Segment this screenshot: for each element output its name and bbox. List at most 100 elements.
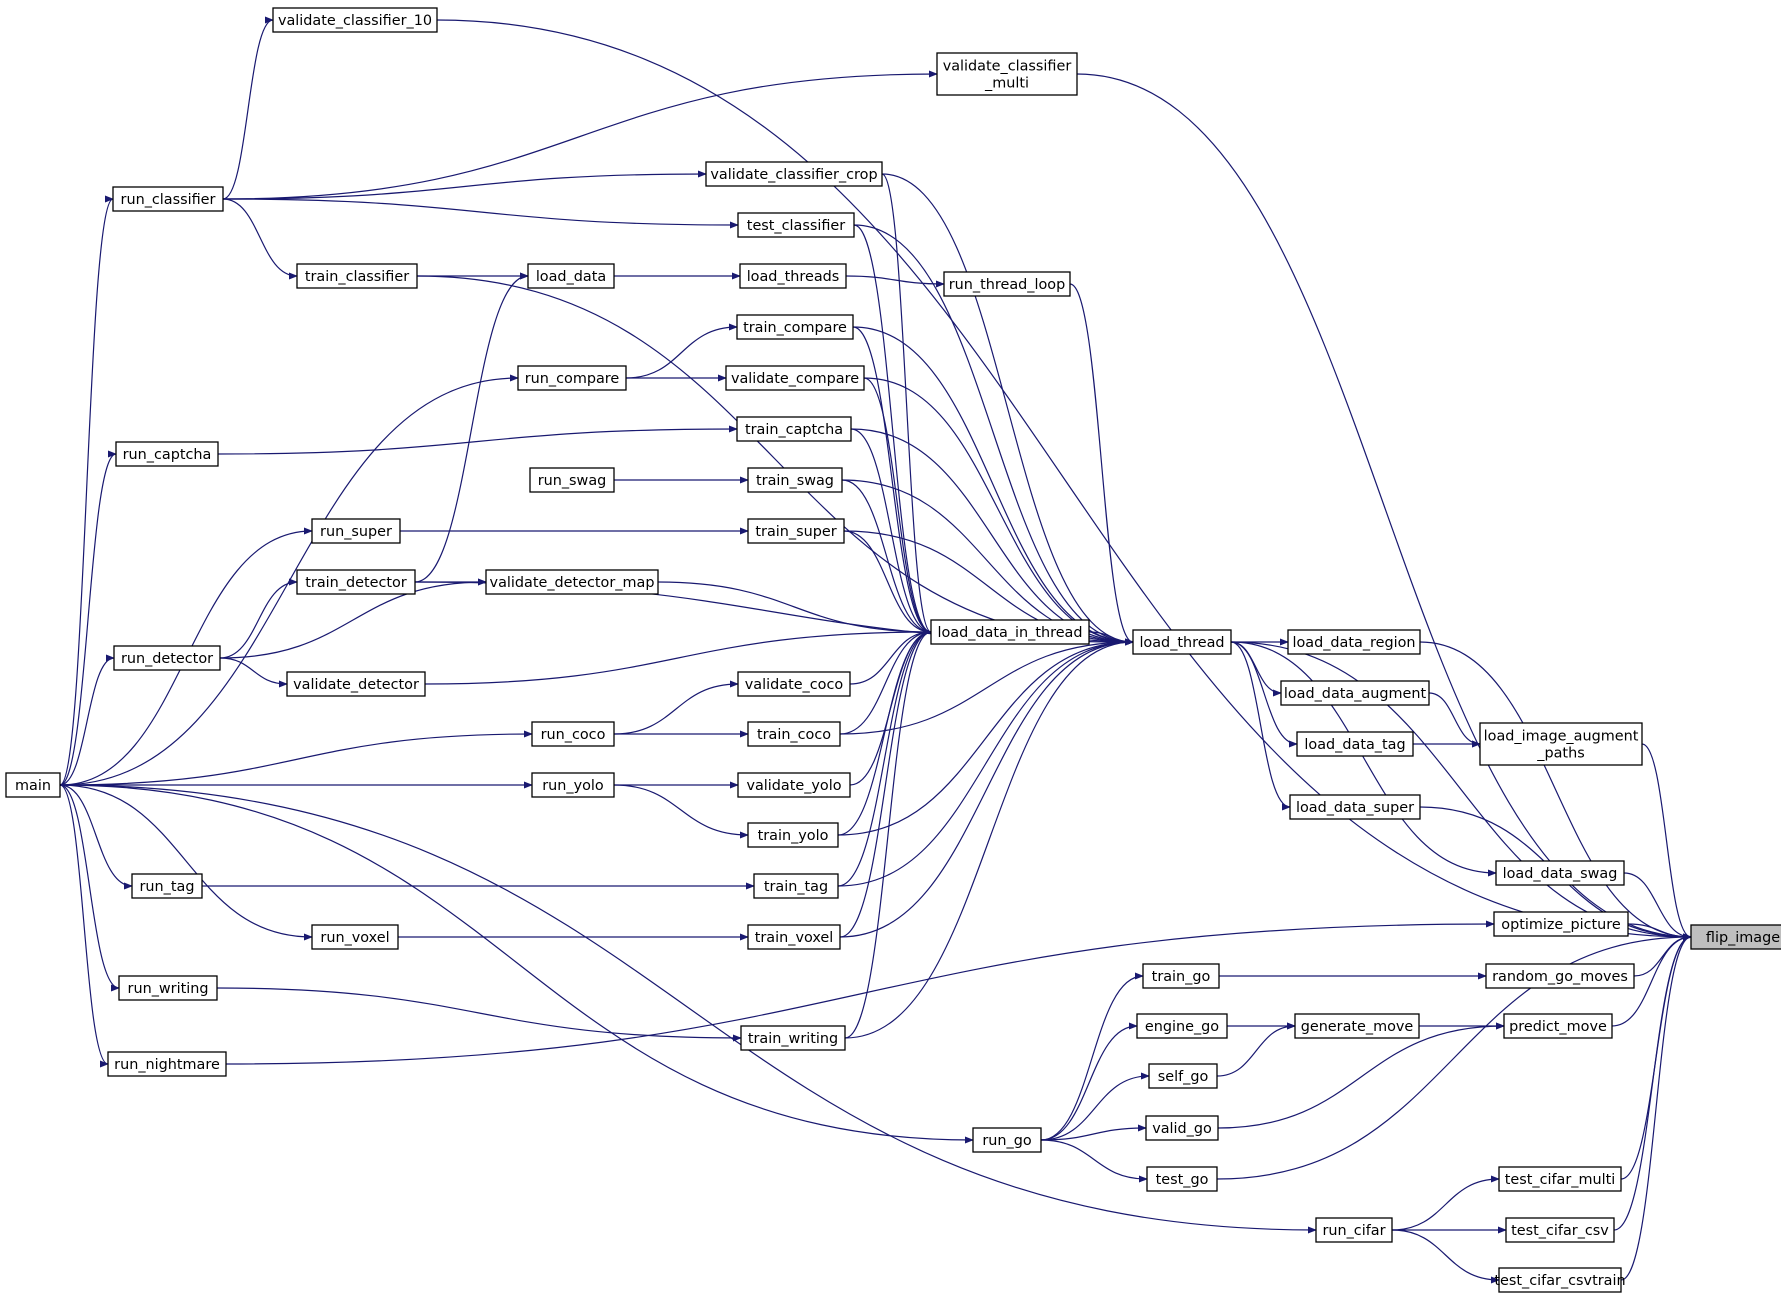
- node-run-thread-loop[interactable]: run_thread_loop: [943, 271, 1071, 297]
- node-run-swag[interactable]: run_swag: [529, 467, 615, 493]
- node-test-go[interactable]: test_go: [1146, 1166, 1218, 1192]
- edge-run-detector-to-validate-detector-map: [219, 578, 487, 659]
- node-run-go[interactable]: run_go: [972, 1127, 1042, 1153]
- node-test-cifar-multi[interactable]: test_cifar_multi: [1498, 1166, 1622, 1192]
- node-label: _paths: [1536, 746, 1584, 762]
- node-run-coco[interactable]: run_coco: [531, 721, 615, 747]
- edge-test-classifier-to-load-thread: [853, 224, 1134, 646]
- node-random-go-moves[interactable]: random_go_moves: [1485, 963, 1635, 989]
- node-label: validate_coco: [745, 677, 844, 693]
- node-main[interactable]: main: [5, 772, 61, 798]
- edge-load-data-region-to-flip-image: [1419, 641, 1692, 941]
- node-train-compare[interactable]: train_compare: [736, 314, 854, 340]
- node-box: [1294, 1013, 1420, 1039]
- node-label: run_compare: [525, 371, 620, 387]
- node-label: validate_classifier_crop: [710, 167, 877, 183]
- node-box: [943, 271, 1071, 297]
- node-label: validate_detector: [293, 677, 419, 693]
- node-test-cifar-csv[interactable]: test_cifar_csv: [1505, 1217, 1615, 1243]
- node-load-data-in-thread[interactable]: load_data_in_thread: [930, 619, 1090, 645]
- node-run-compare[interactable]: run_compare: [517, 365, 627, 391]
- node-label: load_data_region: [1292, 635, 1415, 651]
- node-predict-move[interactable]: predict_move: [1503, 1013, 1613, 1039]
- edge-test-cifar-csv-to-flip-image: [1613, 933, 1692, 1231]
- node-box: [753, 873, 839, 899]
- node-train-voxel[interactable]: train_voxel: [747, 924, 841, 950]
- edge-validate-detector-to-load-data-in-thread: [424, 628, 932, 685]
- node-validate-compare[interactable]: validate_compare: [725, 365, 865, 391]
- node-load-data-swag[interactable]: load_data_swag: [1495, 860, 1625, 886]
- node-validate-yolo[interactable]: validate_yolo: [737, 772, 851, 798]
- node-label: self_go: [1158, 1069, 1209, 1085]
- edge-self-go-to-generate-move: [1216, 1022, 1296, 1077]
- node-run-nightmare[interactable]: run_nightmare: [107, 1051, 227, 1077]
- node-train-writing[interactable]: train_writing: [740, 1025, 846, 1051]
- node-run-captcha[interactable]: run_captcha: [115, 441, 219, 467]
- node-box: [1498, 1267, 1622, 1293]
- node-box: [936, 52, 1078, 96]
- node-run-writing[interactable]: run_writing: [118, 975, 218, 1001]
- node-run-detector[interactable]: run_detector: [113, 645, 221, 671]
- node-validate-detector-map[interactable]: validate_detector_map: [485, 569, 659, 595]
- edge-main-to-run-tag: [59, 784, 133, 890]
- node-load-data-region[interactable]: load_data_region: [1287, 629, 1421, 655]
- node-validate-coco[interactable]: validate_coco: [737, 671, 851, 697]
- node-flip-image[interactable]: flip_image: [1690, 924, 1781, 950]
- edge-run-go-to-self-go: [1040, 1072, 1150, 1141]
- node-box: [1505, 1217, 1615, 1243]
- node-train-coco[interactable]: train_coco: [747, 721, 841, 747]
- node-run-tag[interactable]: run_tag: [131, 873, 203, 899]
- node-validate-classifier-crop[interactable]: validate_classifier_crop: [705, 161, 883, 187]
- node-load-image-augment-paths[interactable]: load_image_augment_paths: [1479, 722, 1643, 766]
- node-load-data-augment[interactable]: load_data_augment: [1280, 680, 1430, 706]
- node-run-classifier[interactable]: run_classifier: [112, 186, 224, 212]
- node-self-go[interactable]: self_go: [1148, 1063, 1218, 1089]
- edge-train-swag-to-load-data-in-thread: [841, 479, 932, 636]
- node-run-cifar[interactable]: run_cifar: [1315, 1217, 1393, 1243]
- node-engine-go[interactable]: engine_go: [1136, 1013, 1228, 1039]
- node-load-data-tag[interactable]: load_data_tag: [1296, 731, 1414, 757]
- node-box: [1289, 794, 1421, 820]
- node-load-data[interactable]: load_data: [527, 263, 615, 289]
- node-validate-classifier-multi[interactable]: validate_classifier_multi: [936, 52, 1078, 96]
- edge-load-thread-to-load-data-super: [1230, 641, 1291, 811]
- node-box: [296, 263, 418, 289]
- node-load-threads[interactable]: load_threads: [739, 263, 847, 289]
- node-optimize-picture[interactable]: optimize_picture: [1493, 911, 1629, 937]
- node-label: load_data_in_thread: [937, 625, 1082, 641]
- edge-run-go-to-valid-go: [1040, 1124, 1147, 1141]
- node-box: [131, 873, 203, 899]
- node-train-captcha[interactable]: train_captcha: [736, 416, 852, 442]
- node-box: [272, 7, 438, 33]
- node-test-cifar-csvtrain[interactable]: test_cifar_csvtrain: [1494, 1267, 1626, 1293]
- node-box: [5, 772, 61, 798]
- node-box: [725, 365, 865, 391]
- node-train-yolo[interactable]: train_yolo: [747, 822, 839, 848]
- node-load-data-super[interactable]: load_data_super: [1289, 794, 1421, 820]
- node-train-swag[interactable]: train_swag: [747, 467, 843, 493]
- node-train-detector[interactable]: train_detector: [296, 569, 416, 595]
- edge-validate-coco-to-load-data-in-thread: [849, 628, 932, 685]
- node-train-super[interactable]: train_super: [747, 518, 845, 544]
- edge-test-classifier-to-load-data-in-thread: [853, 224, 932, 636]
- node-run-yolo[interactable]: run_yolo: [531, 772, 615, 798]
- node-valid-go[interactable]: valid_go: [1145, 1115, 1219, 1141]
- node-box: [531, 772, 615, 798]
- node-test-classifier[interactable]: test_classifier: [737, 212, 855, 238]
- edge-validate-compare-to-load-thread: [863, 377, 1134, 646]
- node-train-tag[interactable]: train_tag: [753, 873, 839, 899]
- node-run-super[interactable]: run_super: [311, 518, 401, 544]
- node-train-go[interactable]: train_go: [1142, 963, 1220, 989]
- edge-load-thread-to-load-data-swag: [1230, 641, 1497, 877]
- node-box: [972, 1127, 1042, 1153]
- node-run-voxel[interactable]: run_voxel: [311, 924, 399, 950]
- node-load-thread[interactable]: load_thread: [1132, 629, 1232, 655]
- node-box: [1136, 1013, 1228, 1039]
- node-box: [1690, 924, 1781, 950]
- edge-train-super-to-load-data-in-thread: [843, 530, 932, 636]
- node-validate-classifier-10[interactable]: validate_classifier_10: [272, 7, 438, 33]
- node-train-classifier[interactable]: train_classifier: [296, 263, 418, 289]
- node-validate-detector[interactable]: validate_detector: [286, 671, 426, 697]
- node-label: engine_go: [1145, 1019, 1219, 1035]
- node-generate-move[interactable]: generate_move: [1294, 1013, 1420, 1039]
